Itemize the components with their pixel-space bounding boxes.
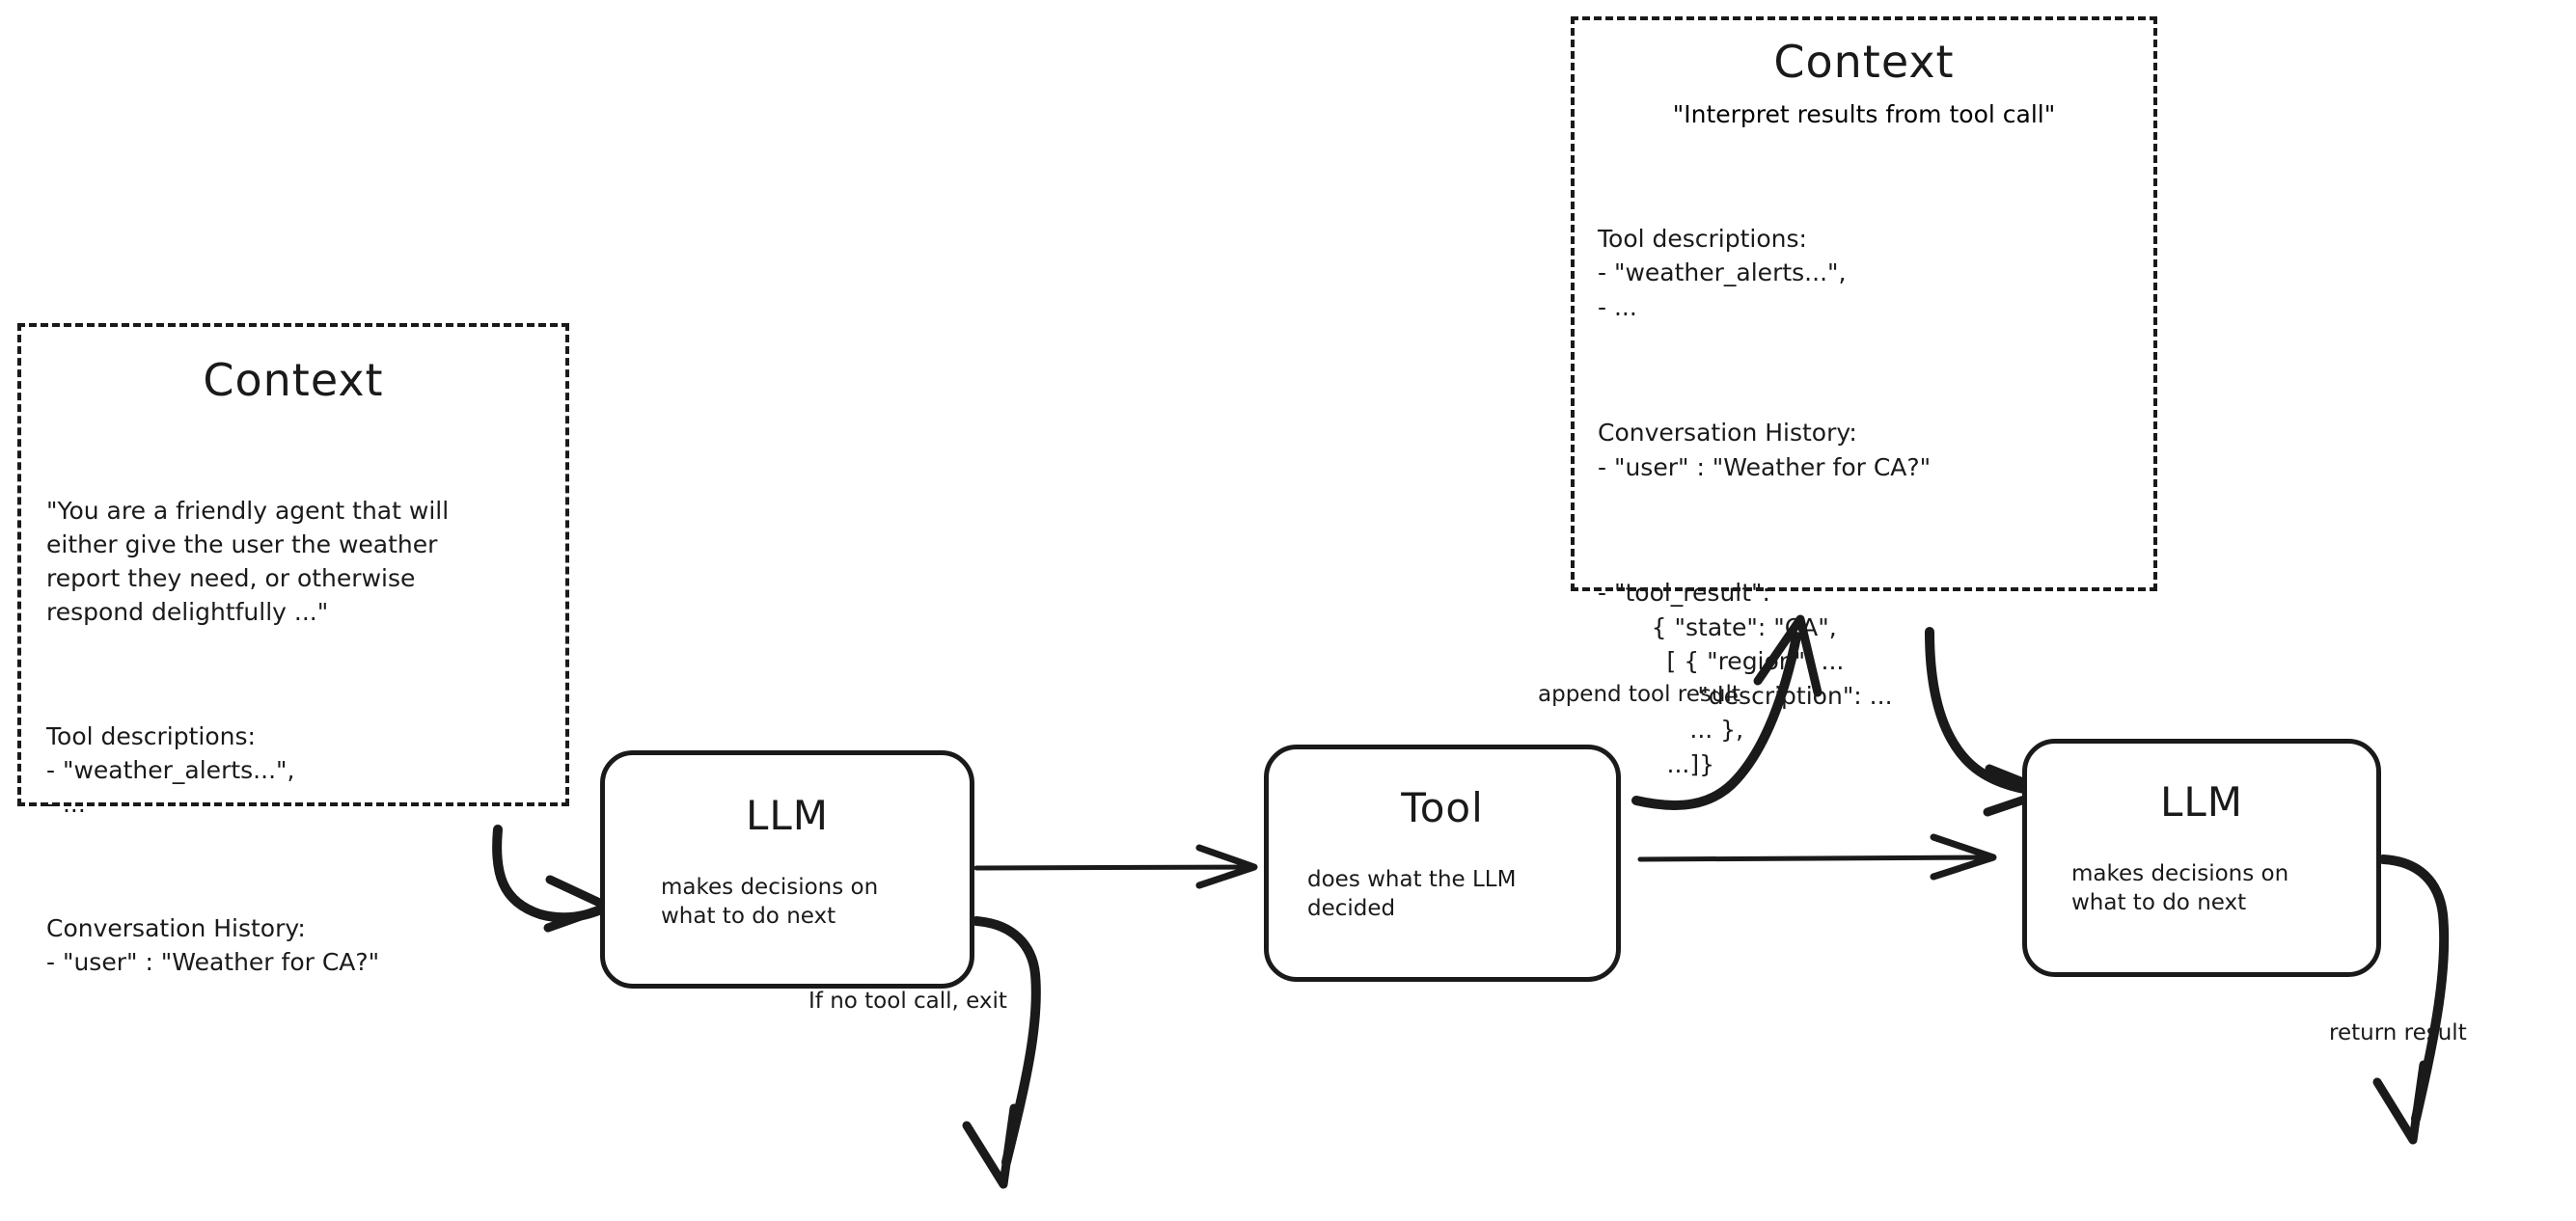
conversation-history-text: Conversation History: - "user" : "Weathe… (1598, 419, 1932, 481)
edge-llm2-return (2372, 855, 2450, 1145)
node-title: LLM (745, 792, 830, 839)
node-subtitle: does what the LLM decided (1307, 867, 1517, 922)
system-prompt-text: "You are a friendly agent that will eith… (46, 496, 450, 626)
edge-label-exit: If no tool call, exit (808, 989, 1007, 1014)
edge-label-return-result: return result (2329, 1020, 2467, 1045)
context-title: Context (203, 354, 384, 406)
edge-label-append-tool-result: append tool result (1538, 682, 1740, 707)
context-body: "You are a friendly agent that will eith… (46, 426, 540, 1046)
context-body: Tool descriptions: - "weather_alerts..."… (1598, 153, 2130, 851)
node-title: LLM (2159, 778, 2244, 826)
edge-llm1-to-tool (973, 844, 1258, 889)
context-box-initial: Context "You are a friendly agent that w… (17, 323, 569, 976)
tool-descriptions-text: Tool descriptions: - "weather_alerts..."… (1598, 224, 1847, 321)
conversation-history-text: Conversation History: - "user" : "Weathe… (46, 913, 380, 976)
context-title: Context (1773, 36, 1955, 88)
node-llm-first[interactable]: LLM makes decisions on what to do next (600, 750, 974, 989)
node-tool[interactable]: Tool does what the LLM decided (1264, 745, 1621, 982)
system-prompt-text: "Interpret results from tool call" (1672, 99, 2056, 128)
node-llm-second[interactable]: LLM makes decisions on what to do next (2022, 739, 2381, 977)
tool-descriptions-text: Tool descriptions: - "weather_alerts..."… (46, 721, 295, 818)
node-subtitle: makes decisions on what to do next (661, 875, 879, 930)
node-subtitle: makes decisions on what to do next (2071, 861, 2289, 916)
edge-llm1-exit (962, 916, 1041, 1189)
context-box-after-tool: Context "Interpret results from tool cal… (1571, 16, 2157, 778)
tool-result-text: - "tool_result": { "state": "CA", [ { "r… (1598, 579, 1893, 778)
node-title: Tool (1401, 784, 1484, 831)
